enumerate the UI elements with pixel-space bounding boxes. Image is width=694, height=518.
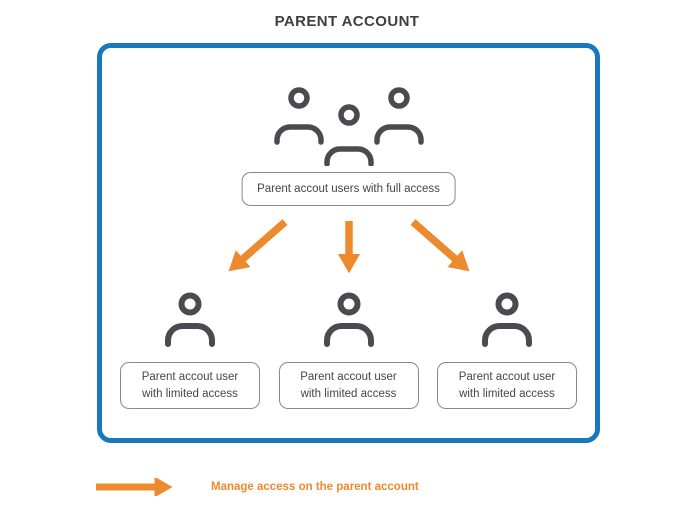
limited-access-label: Parent accout user with limited access (278, 362, 419, 409)
limited-user-node: Parent accout user with limited access (275, 291, 423, 409)
arrow-down-right-icon (410, 219, 469, 272)
arrow-right-icon (96, 478, 173, 496)
limited-user-node: Parent accout user with limited access (433, 291, 581, 409)
limited-access-label: Parent accout user with limited access (437, 362, 577, 409)
parent-account-frame: Parent accout users with full access (97, 43, 600, 443)
user-icon (482, 292, 532, 348)
page-title: PARENT ACCOUNT (274, 13, 420, 30)
legend: Manage access on the parent account (93, 478, 419, 496)
users-group-icon (273, 87, 424, 166)
limited-user-node: Parent accout user with limited access (116, 291, 264, 409)
arrow-down-left-icon (228, 219, 287, 272)
limited-users-row: Parent accout user with limited access P… (116, 291, 581, 409)
full-access-label: Parent accout users with full access (241, 172, 456, 206)
limited-access-label: Parent accout user with limited access (120, 362, 260, 409)
legend-label: Manage access on the parent account (211, 481, 419, 493)
user-icon (323, 292, 374, 348)
branch-arrows-icon (228, 219, 469, 274)
user-icon (165, 292, 215, 348)
